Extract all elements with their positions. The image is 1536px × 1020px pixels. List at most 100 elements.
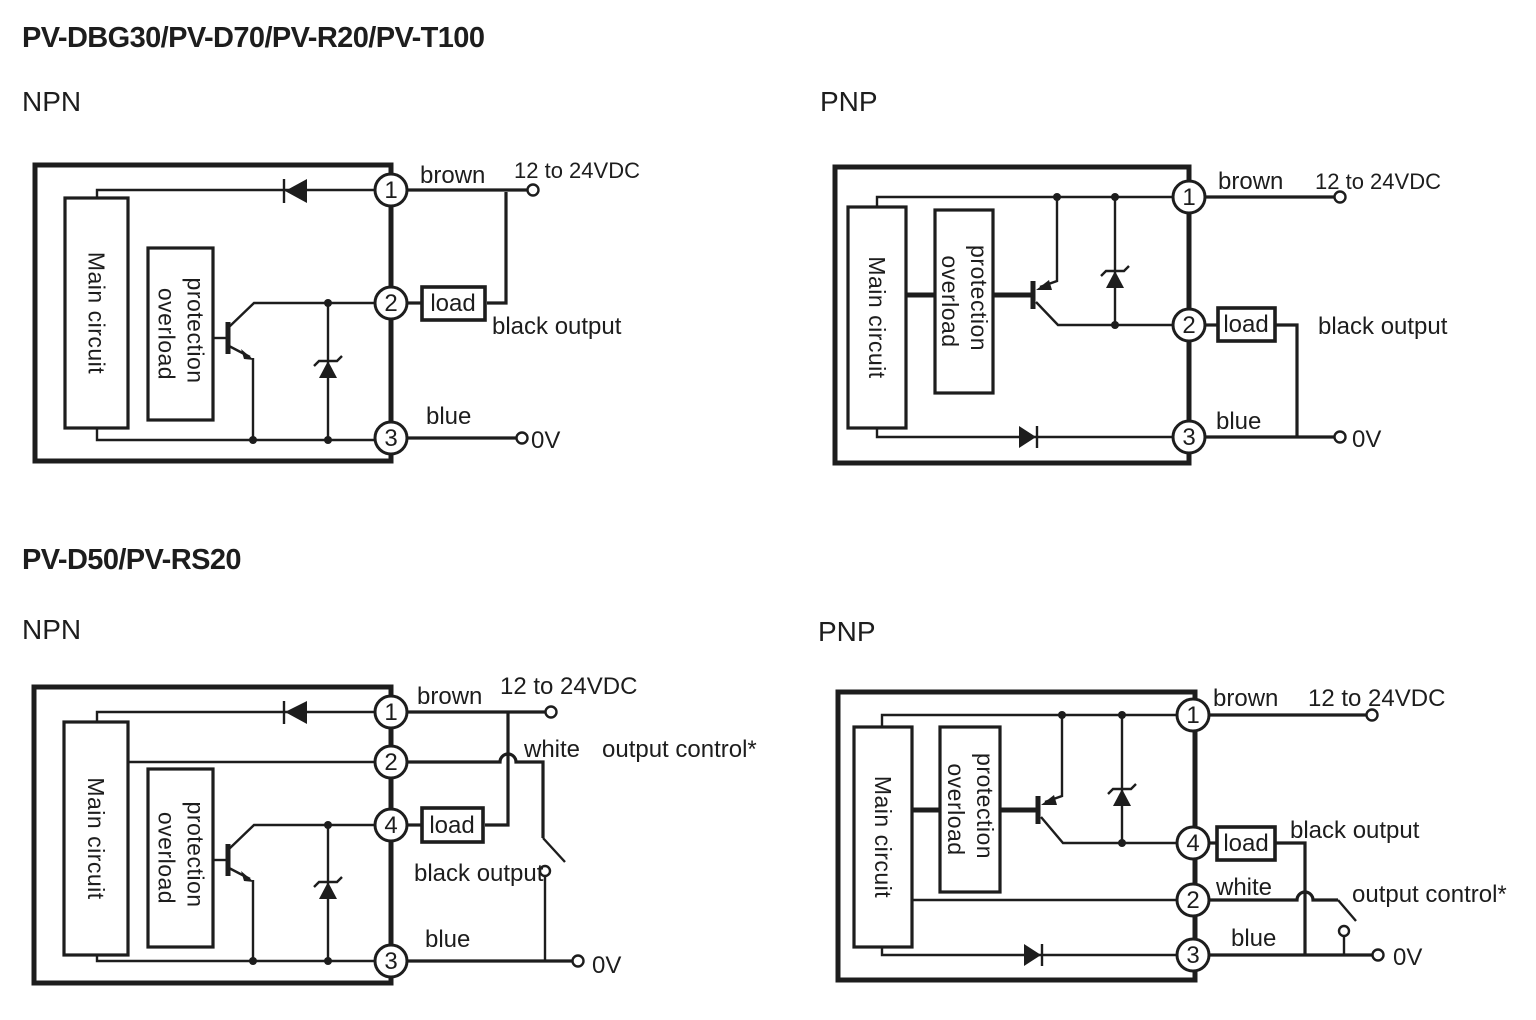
zero-volt-terminal-pin	[1333, 430, 1347, 444]
terminal-1	[1171, 179, 1207, 215]
reverse-protection-diode-icon	[285, 701, 307, 724]
zener-diode-icon	[1106, 271, 1124, 288]
reverse-protection-diode-icon	[1024, 944, 1041, 966]
load-label: load	[430, 290, 475, 317]
terminal-2-number: 2	[1186, 887, 1199, 914]
blue-wire-label: blue	[1231, 925, 1276, 952]
load-label: load	[1223, 830, 1268, 857]
switch-blade-icon	[1337, 899, 1357, 922]
terminal-3	[373, 943, 409, 979]
overload-protection-label: protection overload	[154, 278, 209, 391]
supply-terminal-pin	[1333, 190, 1347, 204]
zener-diode-icon	[1113, 789, 1131, 806]
terminal-2-number: 2	[1182, 312, 1195, 339]
overload-protection-box	[146, 246, 215, 422]
terminal-1-number: 1	[384, 177, 397, 204]
terminal-1-number: 1	[1186, 702, 1199, 729]
terminal-3	[373, 420, 409, 456]
zero-volt-terminal-pin	[571, 954, 585, 968]
brown-wire-label: brown	[417, 683, 482, 710]
load-label: load	[429, 812, 474, 839]
switch-contact	[1337, 924, 1351, 938]
black-output-label: black output	[1318, 313, 1448, 340]
terminal-4-number: 4	[1186, 830, 1199, 857]
diagram-pnp-3wire: Main circuit protection overload	[832, 164, 1448, 466]
terminal-1	[373, 694, 409, 730]
overload-protection-label: protection overload	[937, 245, 992, 358]
external-wires	[1205, 190, 1347, 444]
zero-volt-label: 0V	[1352, 426, 1381, 453]
main-circuit-label: Main circuit	[870, 776, 896, 898]
terminal-3	[1175, 937, 1211, 973]
output-control-label: output control*	[1352, 881, 1507, 908]
output-control-label: output control*	[602, 736, 757, 763]
terminal-3-number: 3	[1182, 424, 1195, 451]
diagram-npn-4wire: Main circuit protection overload	[31, 673, 757, 986]
black-output-label: black output	[414, 860, 544, 887]
npn-emitter-arrow-icon	[241, 871, 254, 882]
internal-wires	[95, 701, 375, 965]
blue-wire-label: blue	[425, 926, 470, 953]
terminal-2	[1171, 307, 1207, 343]
diagram-type-npn-bottom: NPN	[22, 614, 82, 645]
supply-voltage-label: 12 to 24VDC	[500, 673, 637, 700]
zero-volt-label: 0V	[1393, 944, 1422, 971]
white-wire-label: white	[1215, 874, 1272, 901]
zero-volt-label: 0V	[592, 952, 621, 979]
terminal-2	[373, 285, 409, 321]
zero-volt-terminal-pin	[1371, 948, 1385, 962]
load-label: load	[1223, 311, 1268, 338]
terminal-1	[373, 172, 409, 208]
internal-wires	[880, 711, 1177, 966]
terminal-2	[373, 744, 409, 780]
zero-volt-label: 0V	[531, 427, 560, 454]
pnp-emitter-arrow-icon	[1036, 280, 1052, 290]
black-output-label: black output	[492, 313, 622, 340]
brown-wire-label: brown	[1213, 685, 1278, 712]
supply-voltage-label: 12 to 24VDC	[1308, 685, 1445, 712]
terminal-3-number: 3	[1186, 942, 1199, 969]
white-control-wire	[1209, 890, 1338, 902]
terminal-4	[1175, 825, 1211, 861]
terminal-2	[1175, 882, 1211, 918]
supply-terminal-pin	[1365, 708, 1379, 722]
terminal-1	[1175, 697, 1211, 733]
terminal-4	[373, 807, 409, 843]
brown-wire-label: brown	[1218, 168, 1283, 195]
terminal-2-number: 2	[384, 749, 397, 776]
npn-emitter-arrow-icon	[241, 349, 254, 360]
white-control-wire	[407, 752, 545, 838]
zener-diode-icon	[319, 361, 337, 378]
switch-blade-icon	[542, 837, 566, 863]
main-circuit-label: Main circuit	[864, 256, 890, 378]
terminal-1-number: 1	[1182, 184, 1195, 211]
pnp-emitter-arrow-icon	[1041, 795, 1057, 805]
white-wire-label: white	[523, 736, 580, 763]
overload-protection-box	[933, 208, 995, 395]
internal-wires	[875, 193, 1173, 448]
diagram-type-npn-top: NPN	[22, 86, 82, 117]
blue-wire-label: blue	[426, 403, 471, 430]
supply-terminal-pin	[526, 183, 540, 197]
external-wires	[1209, 708, 1385, 962]
terminal-3-number: 3	[384, 425, 397, 452]
section-title-bottom: PV-D50/PV-RS20	[22, 544, 241, 576]
diagram-pnp-4wire: Main circuit protection overload	[835, 685, 1507, 983]
blue-wire-label: blue	[1216, 408, 1261, 435]
zener-diode-icon	[319, 882, 337, 899]
main-circuit-label: Main circuit	[84, 252, 110, 374]
supply-voltage-label: 12 to 24VDC	[514, 158, 640, 183]
supply-voltage-label: 12 to 24VDC	[1315, 169, 1441, 194]
overload-protection-label: protection overload	[154, 802, 209, 915]
diagram-npn-3wire: Main circuit protection overload	[32, 158, 640, 464]
zero-volt-terminal-pin	[515, 431, 529, 445]
main-circuit-label: Main circuit	[83, 777, 109, 899]
brown-wire-label: brown	[420, 162, 485, 189]
overload-protection-box	[146, 767, 215, 949]
terminal-3-number: 3	[384, 948, 397, 975]
supply-terminal-pin	[544, 705, 558, 719]
internal-wires	[95, 179, 375, 444]
section-title-top: PV-DBG30/PV-D70/PV-R20/PV-T100	[22, 22, 485, 54]
